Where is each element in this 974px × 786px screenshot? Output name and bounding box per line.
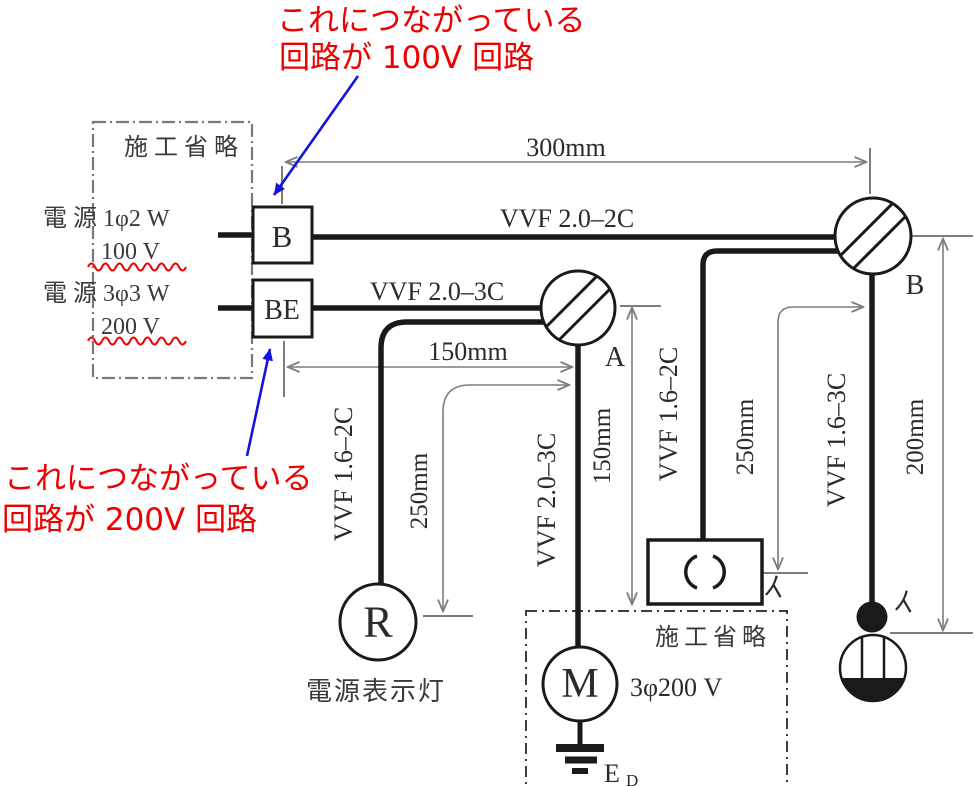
pilot-lamp-caption: 電源表示灯 — [306, 677, 446, 706]
cable-label-b-to-box: VVF 1.6–2C — [654, 347, 683, 481]
junction-b-label: B — [906, 270, 925, 301]
paren-left-arc — [684, 554, 698, 590]
dim-250mm-right — [778, 307, 863, 569]
blue-arrow-to-b — [272, 75, 360, 196]
paren-box-device: イ — [646, 538, 793, 609]
note-100v-line1: これにつながっている — [277, 3, 585, 39]
source2-voltage: 200 V — [101, 314, 161, 340]
source1-voltage: 100 V — [101, 239, 161, 265]
switch-dot — [856, 601, 888, 633]
dim-250mm-left-label: 250mm — [406, 452, 433, 529]
ceiling-light: イ — [838, 586, 923, 703]
dim-250mm-left — [443, 385, 569, 611]
source1-label: 電 源 1φ2 W — [43, 205, 170, 232]
junction-a-label: A — [605, 342, 626, 373]
breaker-b-label: B — [272, 219, 293, 254]
motor: M 3φ200 V E D 施工省略 — [541, 624, 771, 786]
pilot-lamp: R 電源表示灯 — [306, 582, 446, 706]
pilot-lamp-letter: R — [363, 598, 393, 647]
note-100v-line2: 回路が 100V 回路 — [279, 40, 534, 76]
paren-box — [646, 538, 764, 606]
breaker-be-label: BE — [264, 295, 300, 326]
dim-200mm-label: 200mm — [902, 398, 929, 475]
motor-letter: M — [561, 661, 598, 707]
motor-spec: 3φ200 V — [630, 673, 723, 702]
paren-right-arc — [712, 554, 726, 590]
cable-label-a-to-motor: VVF 2.0–3C — [532, 433, 561, 567]
junction-box-a: A — [539, 269, 626, 373]
dim-300mm-label: 300mm — [526, 133, 605, 162]
cable-label-vvf20-3c: VVF 2.0–3C — [370, 277, 504, 306]
blue-arrow-to-be — [245, 348, 273, 457]
junction-a-hatch-2 — [544, 274, 599, 329]
wavy-underline-100v — [87, 262, 187, 272]
dim-250mm-right-label: 250mm — [732, 398, 759, 475]
cable-label-a-to-pilot: VVF 1.6–2C — [329, 407, 358, 541]
wavy-underline-200v — [87, 336, 187, 346]
cable-junction-a-to-pilot — [378, 319, 560, 590]
junction-a-hatch-1 — [557, 287, 612, 342]
source2-label: 電 源 3φ3 W — [43, 280, 170, 307]
dim-150mm-v-label: 150mm — [589, 407, 616, 484]
light-filled-segment — [841, 678, 905, 701]
cable-label-vvf20-2c: VVF 2.0–2C — [500, 204, 634, 233]
junction-b-hatch-1 — [851, 214, 908, 271]
note-200v-line2: 回路が 200V 回路 — [2, 502, 257, 538]
breaker-be-box — [251, 278, 314, 339]
cable-label-b-to-light: VVF 1.6–3C — [822, 373, 851, 507]
omission-box-motor — [525, 610, 788, 786]
ground-label: E — [604, 759, 620, 786]
breaker-b-box — [251, 205, 314, 265]
omission-label-motor: 施工省略 — [655, 624, 771, 651]
ground-label-sub: D — [626, 771, 638, 786]
dimension-lines — [286, 162, 943, 630]
cable-junction-b-to-box — [700, 248, 850, 540]
junction-a-circle — [539, 269, 617, 347]
junction-b-circle — [833, 196, 913, 276]
junction-b-hatch-2 — [838, 201, 895, 258]
junction-box-b: B — [833, 196, 925, 301]
note-200v-line1: これにつながっている — [4, 461, 312, 497]
dim-150mm-h-label: 150mm — [428, 337, 507, 366]
pilot-lamp-circle — [338, 582, 418, 662]
omission-label-source: 施工省略 — [124, 134, 244, 161]
cables — [218, 232, 875, 650]
